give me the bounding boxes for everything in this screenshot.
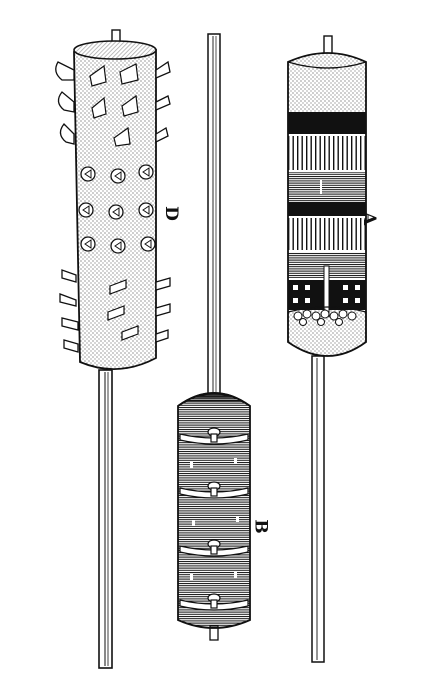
figure-label-b: B	[250, 519, 271, 534]
figure-a-cylinder	[287, 35, 367, 663]
figure-label-a: A	[359, 211, 380, 226]
figure-b-rod	[207, 33, 221, 395]
figure-d-cylinder	[55, 29, 171, 669]
figure-label-d: D	[160, 206, 181, 221]
figure-b-cylinder	[177, 392, 251, 641]
